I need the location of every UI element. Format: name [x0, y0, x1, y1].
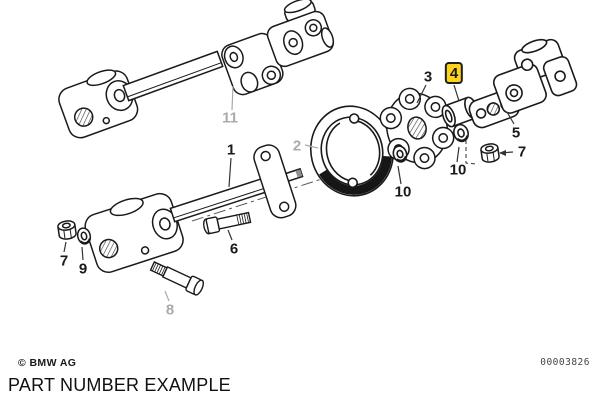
part-label-7-left[interactable]: 7	[59, 252, 69, 270]
washer-drawing-mid	[392, 145, 408, 163]
part-label-1[interactable]: 1	[226, 141, 236, 159]
diagram-code: 00003826	[540, 357, 590, 368]
part-label-6[interactable]: 6	[229, 240, 239, 258]
washer-drawing-9	[76, 227, 92, 245]
part-label-8[interactable]: 8	[165, 301, 175, 319]
leader-lines	[63, 84, 515, 302]
part-label-9[interactable]: 9	[78, 260, 88, 278]
flange-disc-drawing	[309, 105, 395, 197]
page-caption: PART NUMBER EXAMPLE	[8, 375, 231, 395]
nut-drawing-right	[480, 143, 500, 163]
part-label-4-highlighted[interactable]: 4	[444, 62, 464, 84]
part-label-10-mid[interactable]: 10	[394, 183, 412, 201]
part-label-7-right[interactable]: 7	[517, 143, 527, 161]
lower-shaft-assembly-drawing	[84, 130, 471, 273]
bolt-drawing-6	[202, 211, 252, 235]
upper-shaft-assembly-drawing	[58, 0, 335, 139]
part-label-3[interactable]: 3	[423, 68, 433, 86]
part-label-11[interactable]: 11	[222, 109, 238, 127]
part-label-2[interactable]: 2	[292, 137, 302, 155]
bolt-drawing-8	[149, 261, 204, 296]
part-label-5[interactable]: 5	[511, 124, 521, 142]
universal-joint-drawing	[468, 38, 578, 129]
nut-drawing-left	[57, 220, 77, 240]
bmw-copyright: © BMW AG	[18, 357, 77, 369]
part-label-10-right[interactable]: 10	[449, 161, 467, 179]
